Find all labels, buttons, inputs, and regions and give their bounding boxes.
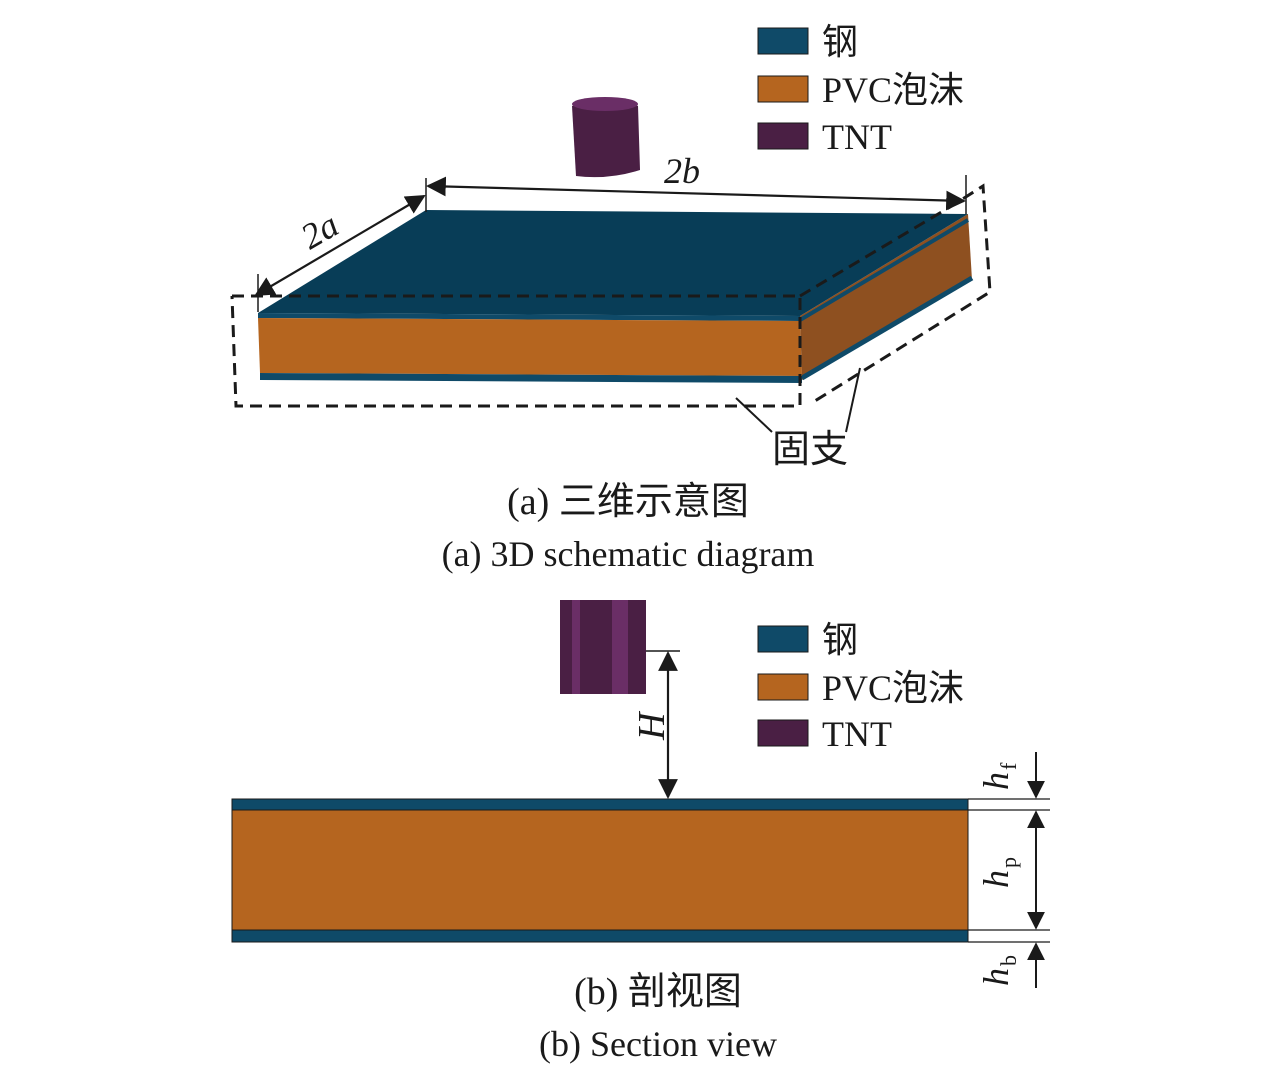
tnt-cylinder bbox=[572, 97, 640, 178]
legend-b: 钢 PVC泡沫 TNT bbox=[757, 620, 964, 754]
dim-H-label: H bbox=[631, 710, 673, 741]
caption-a-cn: (a) 三维示意图 bbox=[507, 481, 749, 523]
caption-b-en: (b) Section view bbox=[539, 1024, 777, 1064]
dim-hf-label: hf bbox=[976, 762, 1021, 790]
panel-a: 钢 PVC泡沫 TNT bbox=[230, 22, 992, 574]
clamped-support-outline bbox=[230, 183, 992, 408]
thickness-dimensions bbox=[968, 752, 1050, 988]
legend-a-steel-label: 钢 bbox=[822, 22, 858, 62]
plate-top-steel bbox=[258, 313, 800, 321]
section-layers bbox=[231, 798, 969, 943]
sandwich-plate-3d bbox=[258, 210, 974, 383]
legend-b-tnt-label: TNT bbox=[822, 714, 892, 754]
plate-pvc-core bbox=[258, 318, 802, 376]
section-top-steel bbox=[231, 798, 969, 811]
section-pvc-core bbox=[231, 809, 969, 931]
svg-text:hb: hb bbox=[976, 955, 1021, 986]
panel-b: 钢 PVC泡沫 TNT H bbox=[231, 600, 1050, 1064]
legend-b-steel-swatch bbox=[757, 625, 809, 653]
caption-a-en: (a) 3D schematic diagram bbox=[442, 534, 815, 574]
legend-a-pvc-label: PVC泡沫 bbox=[822, 70, 964, 110]
svg-text:hp: hp bbox=[976, 857, 1021, 888]
support-label: 固支 bbox=[772, 429, 848, 471]
svg-text:hf: hf bbox=[976, 762, 1021, 790]
dim-2b-label: 2b bbox=[664, 151, 700, 191]
dim-2a-label: 2a bbox=[294, 204, 345, 257]
dimension-2b: 2b bbox=[426, 151, 967, 214]
section-bottom-steel bbox=[231, 929, 969, 943]
legend-a-steel-swatch bbox=[757, 27, 809, 55]
legend-b-pvc-label: PVC泡沫 bbox=[822, 668, 964, 708]
tnt-section bbox=[560, 600, 646, 694]
legend-a-pvc-swatch bbox=[757, 75, 809, 103]
legend-a-tnt-swatch bbox=[757, 122, 809, 150]
legend-a: 钢 PVC泡沫 TNT bbox=[757, 22, 964, 157]
plate-right-side bbox=[800, 214, 972, 380]
dim-hp-label: hp bbox=[976, 857, 1021, 888]
legend-a-tnt-label: TNT bbox=[822, 117, 892, 157]
plate-top-face bbox=[258, 210, 968, 316]
support-leader: 固支 bbox=[735, 367, 861, 471]
dimension-H: H bbox=[631, 650, 680, 799]
plate-bottom-steel bbox=[260, 373, 802, 383]
caption-b-cn: (b) 剖视图 bbox=[574, 971, 742, 1013]
legend-b-steel-label: 钢 bbox=[822, 620, 858, 660]
legend-b-pvc-swatch bbox=[757, 673, 809, 701]
dim-hb-label: hb bbox=[976, 955, 1021, 986]
legend-b-tnt-swatch bbox=[757, 719, 809, 747]
